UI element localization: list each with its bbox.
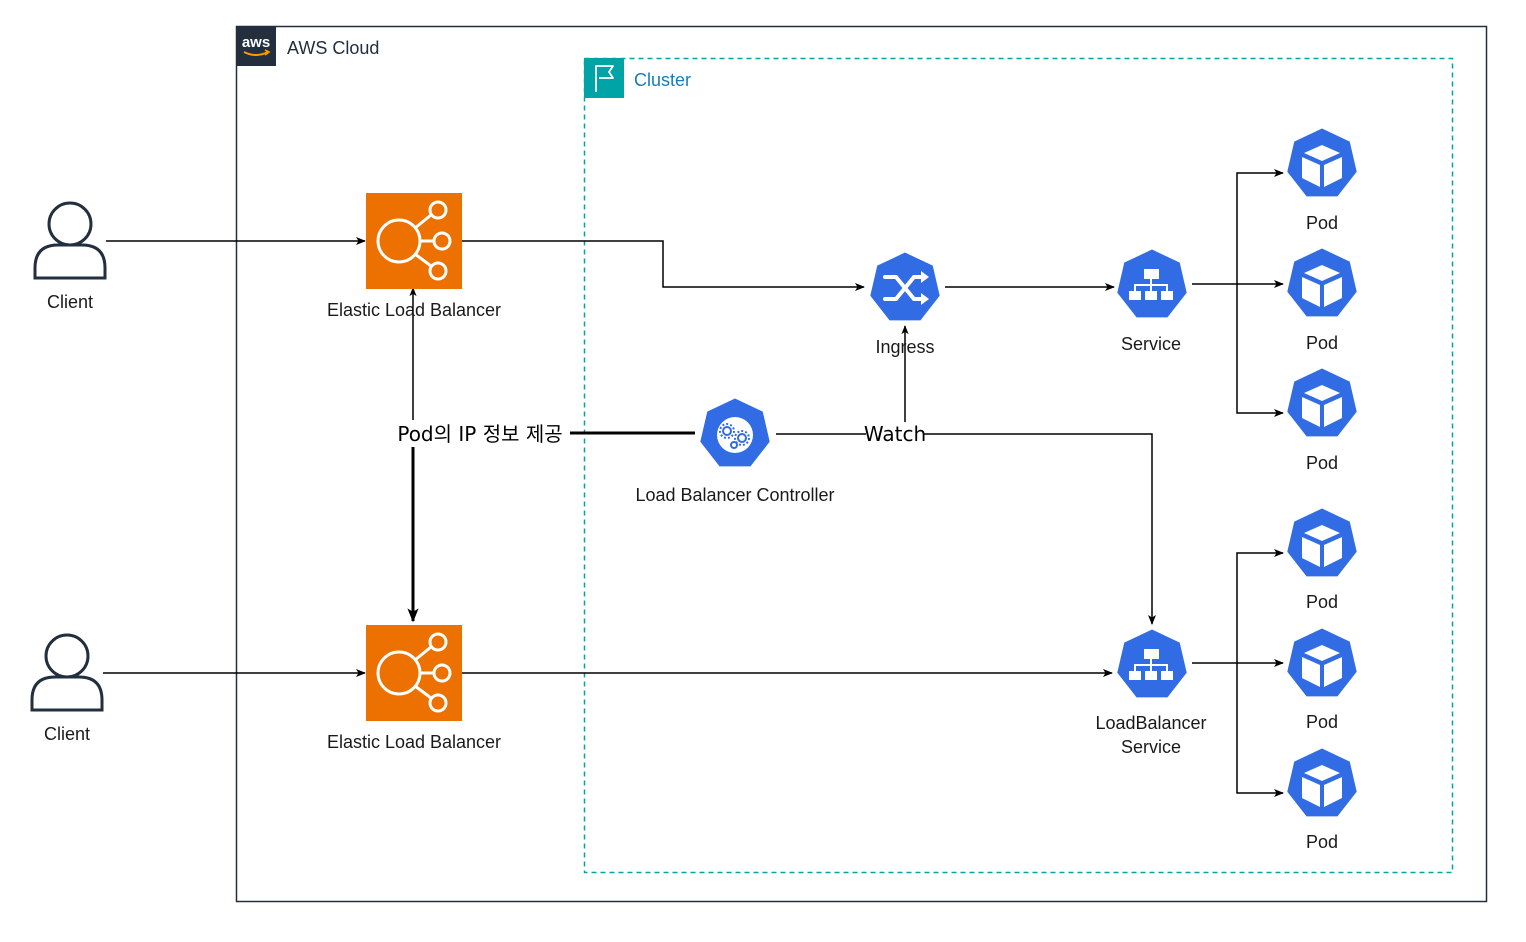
k8s-pod-icon (1284, 626, 1360, 699)
pod-ip-label: Pod의 IP 정보 제공 (397, 422, 562, 446)
controller-label: Load Balancer Controller (635, 485, 834, 505)
cluster-label: Cluster (634, 70, 691, 90)
pod-1: Pod (1284, 125, 1360, 233)
pod-3: Pod (1284, 366, 1360, 473)
edge-service-to-pod-1 (1192, 169, 1284, 285)
lb-service-node: LoadBalancer Service (1095, 627, 1207, 757)
edge-lbservice-to-pod-4 (1192, 549, 1284, 664)
ingress-node: Ingress (867, 249, 943, 357)
lb-service-label-line1: LoadBalancer (1095, 713, 1206, 733)
pod-2: Pod (1284, 245, 1360, 353)
client-top-label: Client (47, 292, 93, 312)
pod-label: Pod (1306, 333, 1338, 353)
pod-label: Pod (1306, 832, 1338, 852)
edge-watch-to-lbservice (776, 433, 1156, 625)
pod-6: Pod (1284, 746, 1360, 852)
cluster-group: Cluster (583, 57, 1454, 874)
edge-elb-to-ingress (462, 240, 865, 291)
elb-top: Elastic Load Balancer (327, 193, 501, 320)
k8s-pod-icon (1284, 506, 1360, 579)
k8s-controller-icon (697, 396, 773, 469)
k8s-pod-icon (1284, 366, 1360, 439)
aws-cloud-label: AWS Cloud (287, 38, 379, 58)
k8s-service-icon (1114, 627, 1190, 700)
controller-node: Load Balancer Controller (635, 396, 835, 505)
user-icon (30, 633, 104, 712)
edges (103, 169, 1284, 797)
k8s-service-icon (1114, 246, 1190, 320)
elb-top-label: Elastic Load Balancer (327, 300, 501, 320)
k8s-pod-icon (1284, 245, 1360, 319)
elb-bottom: Elastic Load Balancer (327, 625, 501, 752)
service-node: Service (1114, 246, 1190, 354)
user-icon (33, 201, 107, 280)
pod-label: Pod (1306, 592, 1338, 612)
elb-bottom-label: Elastic Load Balancer (327, 732, 501, 752)
edge-label-watch: Watch (864, 422, 926, 446)
k8s-pod-icon (1284, 746, 1360, 819)
elastic-load-balancer-icon (366, 625, 462, 721)
aws-logo-icon: aws (236, 26, 276, 66)
client-bottom: Client (30, 633, 104, 744)
edge-lbservice-to-pod-6 (1236, 663, 1284, 797)
lb-service-label-line2: Service (1121, 737, 1181, 757)
k8s-pod-icon (1284, 125, 1360, 199)
ingress-label: Ingress (875, 337, 934, 357)
pod-label: Pod (1306, 453, 1338, 473)
flag-icon (584, 58, 624, 98)
pod-label: Pod (1306, 213, 1338, 233)
client-top: Client (33, 201, 107, 312)
aws-cloud-group: aws AWS Cloud (235, 25, 1488, 903)
k8s-ingress-icon (867, 249, 943, 323)
edge-service-to-pod-3 (1236, 284, 1284, 417)
watch-label: Watch (864, 422, 926, 446)
pod-5: Pod (1284, 626, 1360, 732)
client-bottom-label: Client (44, 724, 90, 744)
pod-label: Pod (1306, 712, 1338, 732)
edge-label-pod-ip: Pod의 IP 정보 제공 (390, 420, 570, 447)
pod-4: Pod (1284, 506, 1360, 612)
elastic-load-balancer-icon (366, 193, 462, 289)
aws-logo-text: aws (242, 34, 270, 51)
service-label: Service (1121, 334, 1181, 354)
